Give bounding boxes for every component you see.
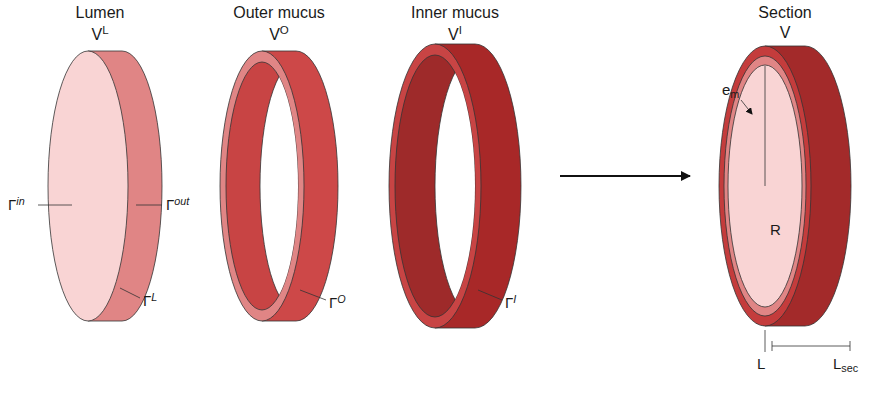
outer-mucus-ring — [220, 51, 338, 321]
inner-mucus-ring — [389, 44, 521, 328]
leader-lines — [38, 100, 752, 300]
boundary-label: Γin — [8, 196, 25, 214]
length-label: Lsec — [833, 356, 858, 375]
section-assembly — [719, 46, 851, 352]
thickness-label: em — [722, 82, 739, 101]
boundary-label: ΓL — [143, 292, 157, 310]
section-title: Section — [758, 4, 811, 22]
volume-symbol: VO — [269, 24, 289, 43]
position-label: L — [757, 356, 765, 373]
radius-label: R — [770, 222, 781, 239]
part-title: Outer mucus — [233, 4, 325, 22]
part-title: Lumen — [76, 4, 125, 22]
volume-symbol: V — [780, 24, 791, 42]
lumen-disk — [48, 51, 162, 321]
boundary-label: ΓI — [505, 294, 516, 312]
boundary-label: Γout — [166, 196, 189, 214]
volume-symbol: VI — [448, 24, 462, 43]
part-title: Inner mucus — [411, 4, 499, 22]
boundary-label: ΓO — [329, 294, 346, 312]
volume-symbol: VL — [91, 24, 108, 43]
assembly-arrow — [560, 175, 690, 177]
